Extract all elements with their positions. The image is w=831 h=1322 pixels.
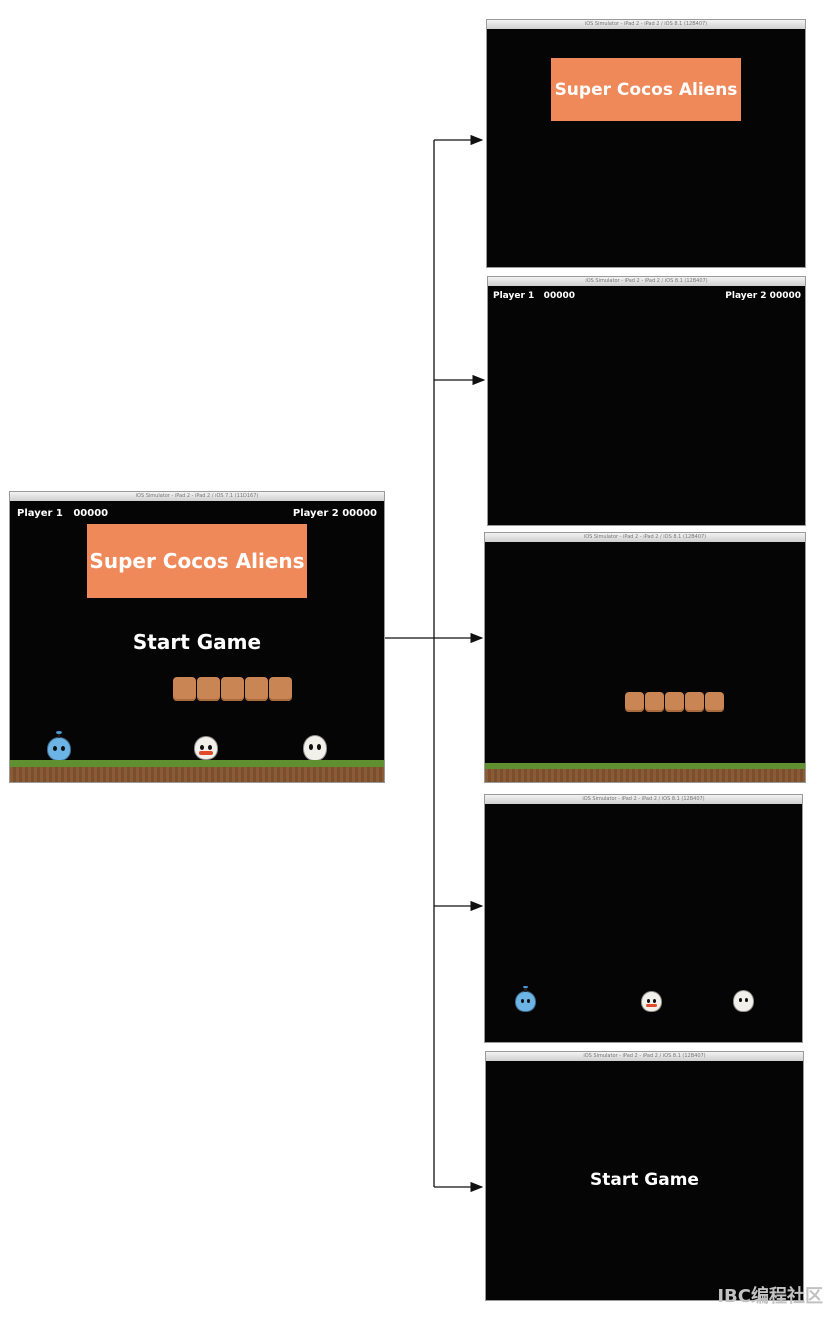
start-game-button[interactable]: Start Game — [590, 1170, 699, 1190]
title-layer-screen: iOS Simulator - iPad 2 - iPad 2 / iOS 8.… — [487, 20, 805, 267]
window-titlebar: iOS Simulator - iPad 2 - iPad 2 / iOS 7.… — [10, 492, 384, 501]
brick-platform — [625, 692, 724, 712]
player2-score: Player 2 00000 — [292, 508, 377, 519]
brick — [269, 677, 292, 701]
start-game-button[interactable]: Start Game — [132, 630, 262, 654]
brick — [665, 692, 684, 712]
ground-strip — [485, 763, 805, 782]
red-alien-icon — [641, 991, 662, 1012]
red-alien-icon — [194, 736, 218, 760]
blue-alien-icon — [515, 985, 536, 1012]
hud-layer-screen: iOS Simulator - iPad 2 - iPad 2 / iOS 8.… — [488, 277, 805, 525]
aliens-layer-screen: iOS Simulator - iPad 2 - iPad 2 / iOS 8.… — [485, 795, 802, 1042]
game-title-banner: Super Cocos Aliens — [551, 58, 741, 121]
brick — [245, 677, 268, 701]
window-titlebar: iOS Simulator - iPad 2 - iPad 2 / iOS 8.… — [485, 795, 802, 804]
watermark-text: IBC编程社区 — [717, 1286, 823, 1307]
brick — [645, 692, 664, 712]
player1-score: Player 1 00000 — [17, 508, 109, 519]
level-layer-screen: iOS Simulator - iPad 2 - iPad 2 / iOS 8.… — [485, 533, 805, 782]
brick — [705, 692, 724, 712]
brick-platform — [173, 677, 292, 701]
window-titlebar: iOS Simulator - iPad 2 - iPad 2 / iOS 8.… — [488, 277, 805, 286]
window-titlebar: iOS Simulator - iPad 2 - iPad 2 / iOS 8.… — [486, 1052, 803, 1061]
brick — [197, 677, 220, 701]
white-alien-icon — [733, 990, 754, 1012]
white-alien-icon — [303, 735, 327, 761]
brick — [625, 692, 644, 712]
main-simulator-screen: iOS Simulator - iPad 2 - iPad 2 / iOS 7.… — [10, 492, 384, 782]
ground-strip — [10, 760, 384, 782]
blue-alien-icon — [47, 730, 71, 761]
window-titlebar: iOS Simulator - iPad 2 - iPad 2 / iOS 8.… — [487, 20, 805, 29]
menu-layer-screen: iOS Simulator - iPad 2 - iPad 2 / iOS 8.… — [486, 1052, 803, 1300]
player2-score: Player 2 00000 — [725, 291, 801, 301]
window-titlebar: iOS Simulator - iPad 2 - iPad 2 / iOS 8.… — [485, 533, 805, 542]
brick — [173, 677, 196, 701]
brick — [221, 677, 244, 701]
player1-score: Player 1 00000 — [493, 291, 575, 301]
brick — [685, 692, 704, 712]
game-title-banner: Super Cocos Aliens — [87, 524, 307, 598]
